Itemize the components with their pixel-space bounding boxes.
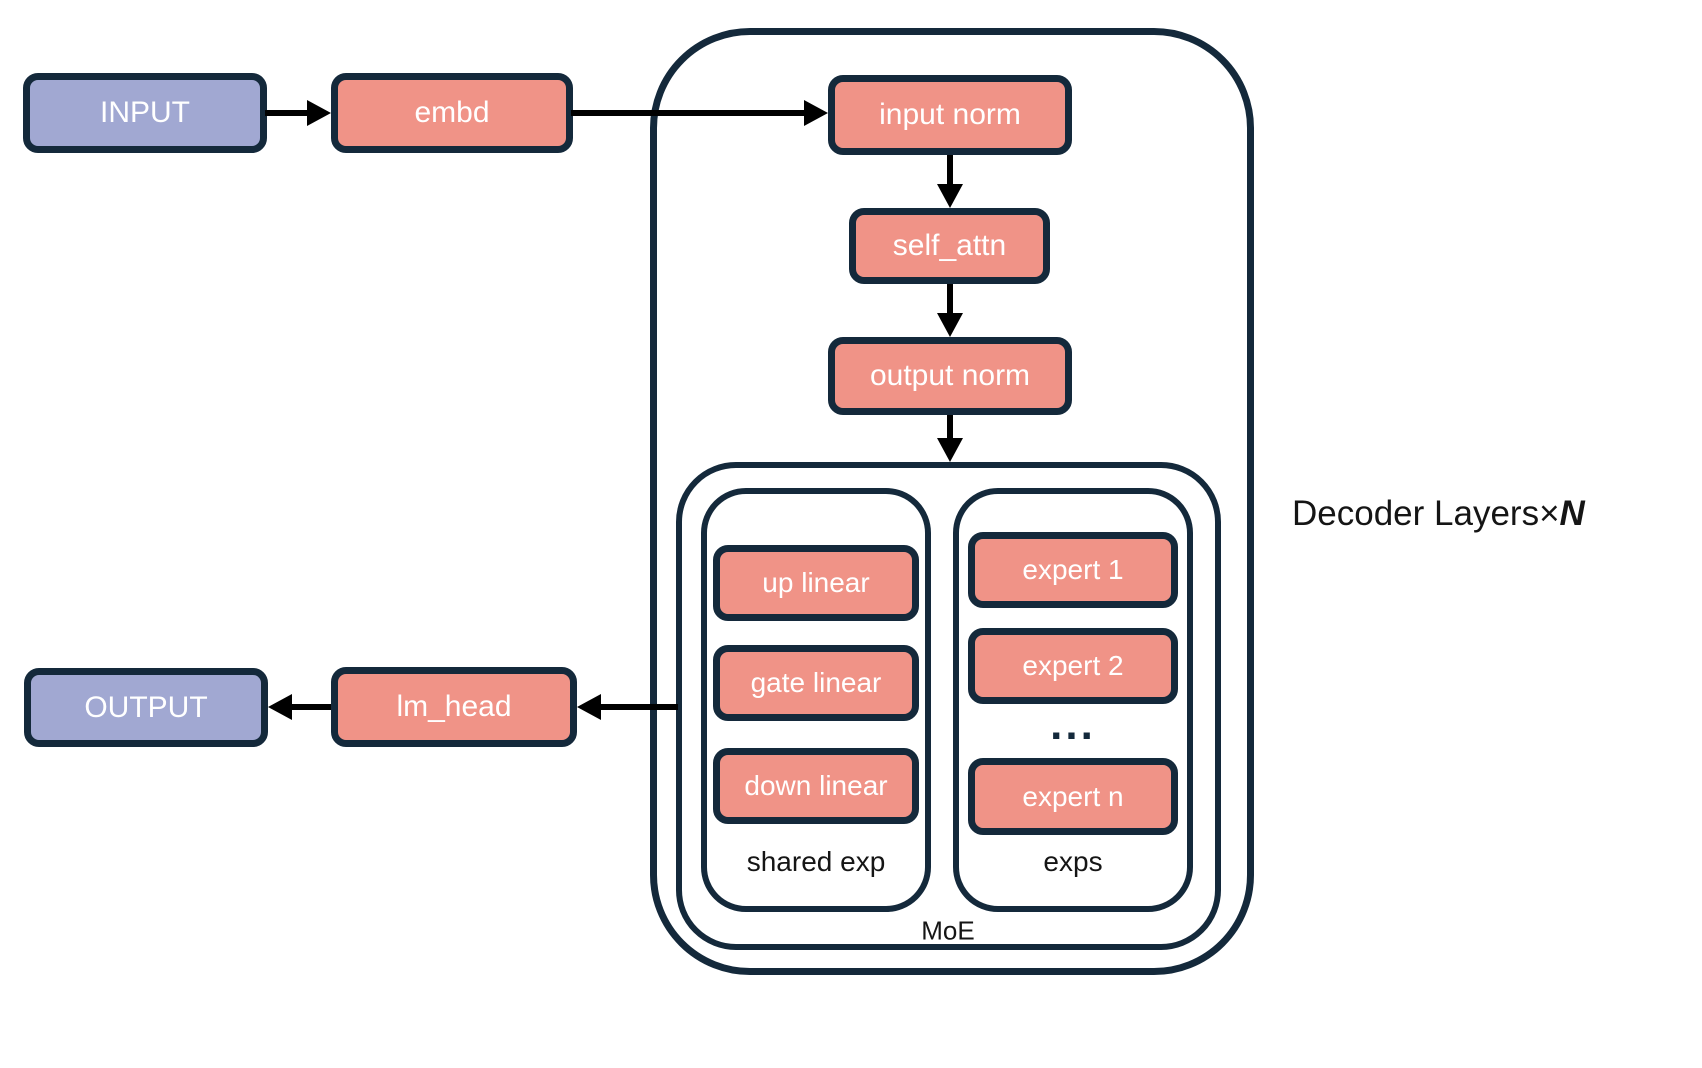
arrow-input-to-embd-line bbox=[265, 110, 309, 116]
arrow-moe-to-lm-head-line bbox=[599, 704, 678, 710]
shared-exp-label-text: shared exp bbox=[746, 846, 886, 877]
arrow-input-norm-to-self-attn-head bbox=[937, 184, 963, 208]
input-node-label: INPUT bbox=[100, 96, 190, 129]
expert-1-node: expert 1 bbox=[968, 532, 1178, 608]
self-attn-node: self_attn bbox=[849, 208, 1050, 284]
embd-node-label: embd bbox=[414, 96, 490, 129]
input-norm-node-label: input norm bbox=[879, 98, 1021, 131]
up-linear-node: up linear bbox=[713, 545, 919, 621]
expert-n-node-label: expert n bbox=[1022, 780, 1124, 812]
input-norm-node: input norm bbox=[828, 75, 1072, 155]
up-linear-node-label: up linear bbox=[762, 567, 870, 598]
expert-2-node-label: expert 2 bbox=[1022, 650, 1124, 681]
down-linear-node: down linear bbox=[713, 748, 919, 824]
arrow-lm-head-to-output-head bbox=[268, 694, 292, 720]
decoder-layers-annotation: Decoder Layers×N bbox=[1292, 494, 1585, 534]
arrow-output-norm-to-moe-line bbox=[947, 415, 953, 441]
arrow-input-to-embd-head bbox=[307, 100, 331, 126]
moe-label: MoE bbox=[921, 916, 974, 947]
arrow-self-attn-to-output-norm-line bbox=[947, 284, 953, 316]
moe-label-text: MoE bbox=[921, 915, 975, 946]
expert-n-node: expert n bbox=[968, 758, 1178, 835]
shared-exp-label: shared exp bbox=[747, 846, 886, 878]
arrow-lm-head-to-output-line bbox=[290, 704, 331, 710]
exps-label-text: exps bbox=[1043, 846, 1103, 877]
arrow-self-attn-to-output-norm-head bbox=[937, 313, 963, 337]
output-node-label: OUTPUT bbox=[84, 690, 208, 724]
expert-2-node: expert 2 bbox=[968, 628, 1178, 704]
n-variable: N bbox=[1559, 494, 1585, 533]
times-symbol: × bbox=[1539, 494, 1560, 533]
moe-container bbox=[676, 462, 1221, 950]
exps-container bbox=[953, 488, 1193, 912]
output-norm-node: output norm bbox=[828, 337, 1072, 415]
expert-1-node-label: expert 1 bbox=[1022, 554, 1124, 585]
self-attn-node-label: self_attn bbox=[892, 229, 1007, 262]
gate-linear-node-label: gate linear bbox=[750, 667, 882, 698]
decoder-layers-annotation-text: Decoder Layers bbox=[1292, 494, 1540, 533]
lm-head-node-label: lm_head bbox=[396, 690, 512, 723]
embd-node: embd bbox=[331, 73, 573, 153]
arrow-output-norm-to-moe-head bbox=[937, 438, 963, 462]
arrow-input-norm-to-self-attn-line bbox=[947, 155, 953, 187]
arrow-embd-to-input-norm-head bbox=[804, 100, 828, 126]
experts-ellipsis-text: ... bbox=[1050, 700, 1096, 749]
arrow-moe-to-lm-head-head bbox=[577, 694, 601, 720]
arrow-embd-to-input-norm-line bbox=[571, 110, 806, 116]
gate-linear-node: gate linear bbox=[713, 645, 919, 721]
lm-head-node: lm_head bbox=[331, 667, 577, 747]
decoder-layers-container bbox=[650, 28, 1254, 975]
output-norm-node-label: output norm bbox=[869, 359, 1031, 392]
output-node: OUTPUT bbox=[24, 668, 268, 747]
exps-label: exps bbox=[1043, 846, 1102, 878]
down-linear-node-label: down linear bbox=[744, 770, 888, 801]
input-node: INPUT bbox=[23, 73, 267, 153]
shared-exp-container bbox=[701, 488, 931, 912]
